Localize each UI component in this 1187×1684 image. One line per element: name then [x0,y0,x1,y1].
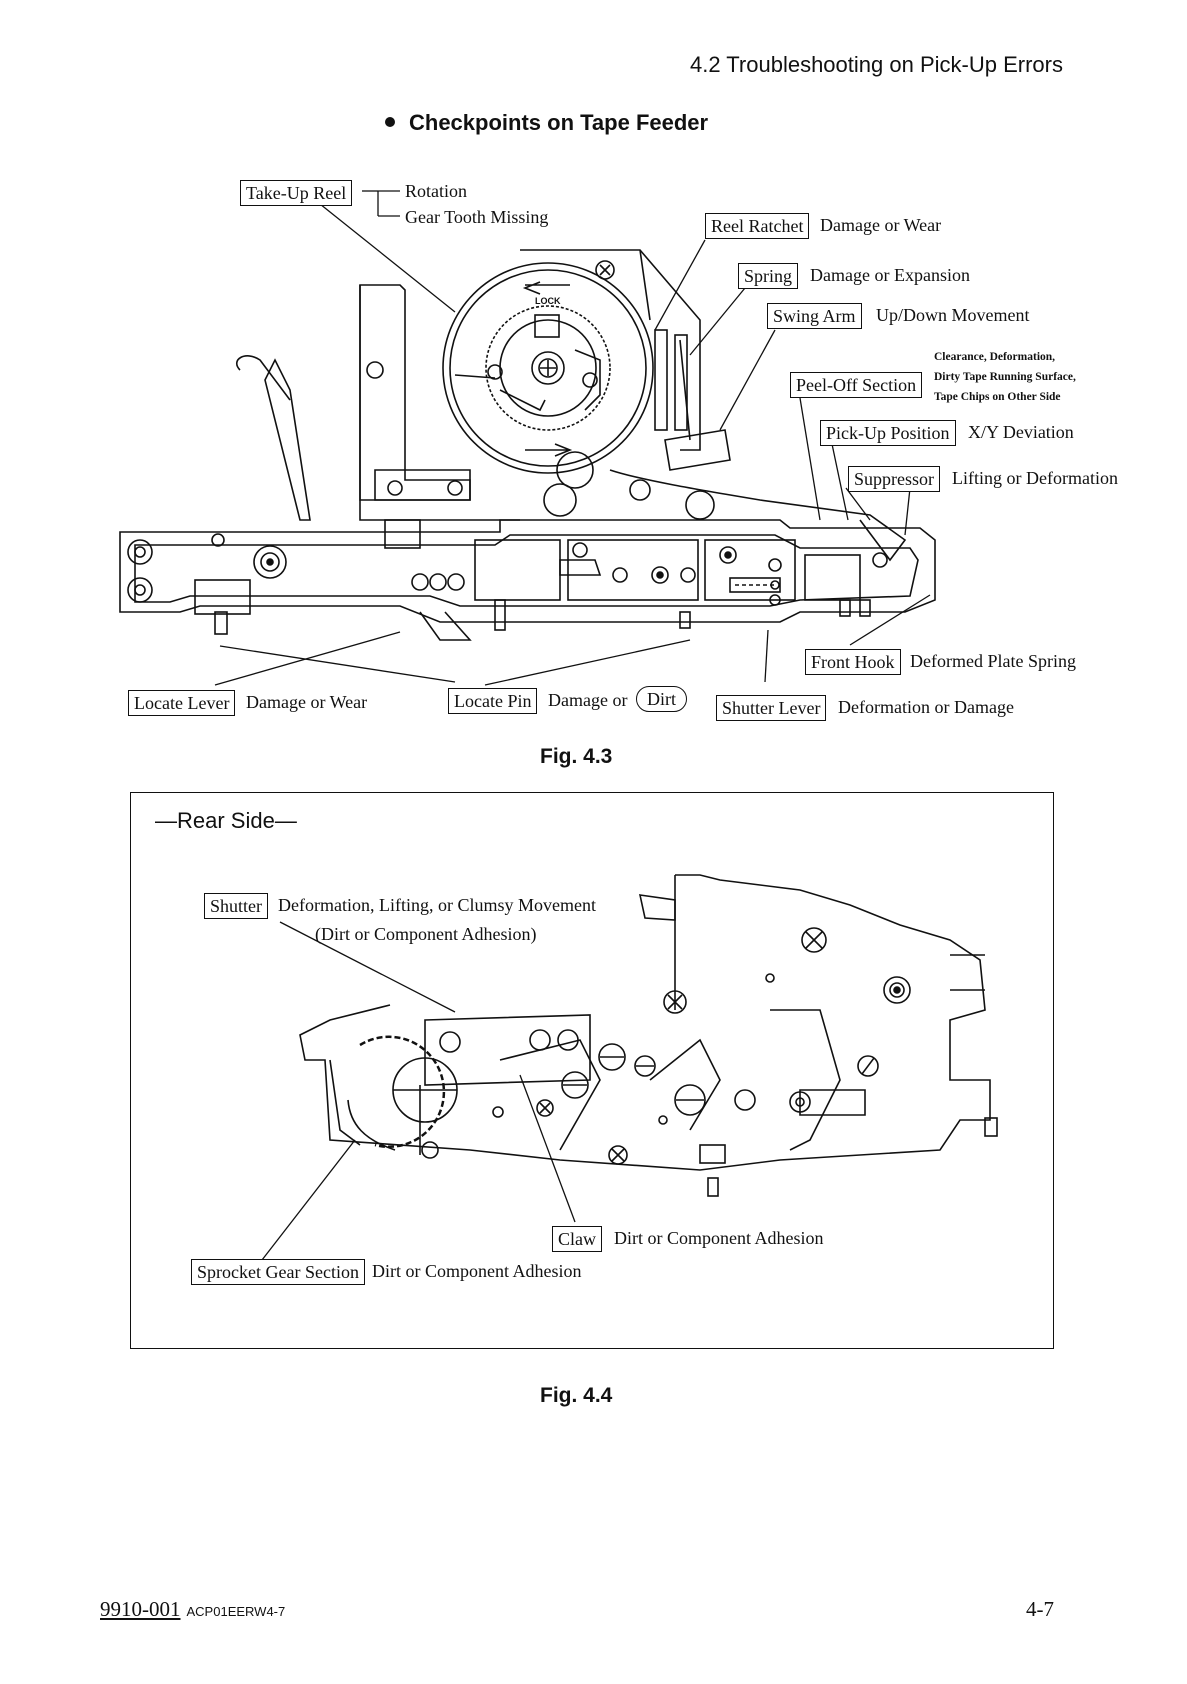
bullet-icon [385,117,395,128]
locate-lever-label: Locate Lever [128,690,236,716]
footer-page-number: 4-7 [1026,1597,1054,1621]
fig-4-4-caption: Fig. 4.4 [540,1384,613,1407]
sprocket-gear-note: Dirt or Component Adhesion [372,1261,582,1281]
pick-up-position-label: Pick-Up Position [820,420,956,446]
spring-note: Damage or Expansion [810,265,970,285]
suppressor-label: Suppressor [848,466,940,492]
peel-off-note-2: Dirty Tape Running Surface, [934,371,1076,383]
sprocket-gear [329,1035,458,1151]
shutter-lever-note: Deformation or Damage [838,697,1014,717]
pick-up-position-note: X/Y Deviation [968,422,1074,442]
shutter-label: Shutter [204,893,268,919]
take-up-reel-label: Take-Up Reel [240,180,353,206]
locate-pin-note: Damage or [548,690,628,710]
shutter-note-1: Deformation, Lifting, or Clumsy Movement [278,895,596,915]
footer-doc-id: 9910-001 ACP01EERW4-7 [100,1597,285,1622]
take-up-reel-note-gear: Gear Tooth Missing [405,207,549,227]
section-header: 4.2 Troubleshooting on Pick-Up Errors [690,52,1063,77]
footer-doc-sub: ACP01EERW4-7 [186,1604,286,1619]
feeder-feet [214,599,871,641]
take-up-reel-note-rotation: Rotation [405,181,467,201]
claw-label: Claw [552,1226,602,1252]
swing-arm-label: Swing Arm [767,303,862,329]
peel-off-section-label: Peel-Off Section [790,372,923,398]
shutter-note-2: (Dirt or Component Adhesion) [315,924,537,944]
rear-body [299,874,998,1197]
reel-ratchet-note: Damage or Wear [820,215,942,235]
peel-off-note-1: Clearance, Deformation, [934,351,1056,363]
rear-side-figure-frame [130,792,1054,1349]
fig4-leader-lines [261,921,576,1261]
rear-screws [421,927,911,1165]
page-title: Checkpoints on Tape Feeder [385,110,708,136]
body-screws [127,533,888,606]
take-up-reel [442,260,654,474]
swing-arm-note: Up/Down Movement [876,305,1030,325]
spring-label: Spring [738,263,799,289]
reel-ratchet-label: Reel Ratchet [705,213,810,239]
rear-side-heading: —Rear Side— [155,808,297,833]
shutter-lever-label: Shutter Lever [716,695,827,721]
footer-doc-code: 9910-001 [100,1597,181,1621]
page-title-text: Checkpoints on Tape Feeder [409,110,709,135]
sprocket-gear-section-label: Sprocket Gear Section [191,1259,365,1285]
locate-pin-label: Locate Pin [448,688,538,714]
front-hook-note: Deformed Plate Spring [910,651,1076,671]
upper-frame [236,249,907,562]
claw-note: Dirt or Component Adhesion [614,1228,824,1248]
dirt-callout: Dirt [636,686,687,712]
reel-lock-mark: LOCK [535,296,561,306]
fig3-leader-lines [214,190,931,686]
fig-4-3-caption: Fig. 4.3 [540,745,613,768]
feeder-body [119,519,936,623]
suppressor-note: Lifting or Deformation [952,468,1118,488]
peel-off-note-3: Tape Chips on Other Side [934,391,1061,403]
locate-lever-note: Damage or Wear [246,692,368,712]
front-hook-label: Front Hook [805,649,901,675]
